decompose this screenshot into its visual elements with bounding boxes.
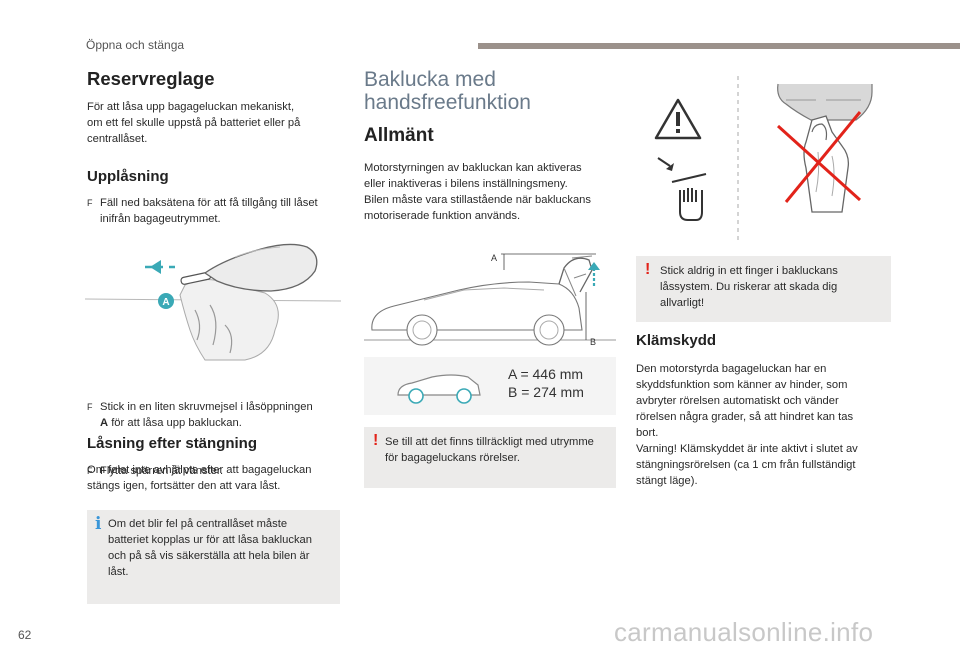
dimension-panel: A = 446 mm B = 274 mm (364, 357, 616, 415)
section-header: Öppna och stänga (86, 38, 185, 52)
warning-triangle-icon (654, 98, 702, 140)
tailgate-dimension-diagram: A B (364, 253, 616, 347)
title-reservreglage: Reservreglage (87, 68, 215, 89)
warning-icon: ! (373, 432, 379, 449)
warning-icon: ! (645, 261, 651, 278)
info-icon: i (95, 514, 102, 534)
warning-box-finger: ! Stick aldrig in ett finger i bakluckan… (636, 256, 891, 322)
heading-upplasning: Upplåsning (87, 168, 169, 185)
bullet-marker: F (87, 198, 93, 208)
step-2: F Stick in en liten skruvmejsel i låsöpp… (87, 401, 313, 429)
general-text: Motorstyrningen av bakluckan kan aktiver… (364, 162, 591, 222)
warning-box-space: ! Se till att det finns tillräckligt med… (364, 427, 616, 488)
heading-klamskydd: Klämskydd (636, 332, 717, 349)
lock-text: Om felet inte avhjälpts efter att bagage… (87, 464, 312, 492)
heading-lasning: Låsning efter stängning (87, 435, 258, 452)
page-number: 62 (18, 628, 32, 642)
diagram-label-a: A (491, 253, 497, 263)
hand-pinch-icon (657, 157, 707, 221)
diagram-label-b: B (590, 337, 596, 347)
heading-allmant: Allmänt (364, 125, 434, 146)
header-bar (478, 43, 960, 49)
figure-label-a: A (162, 297, 169, 308)
intro-text: För att låsa upp bagageluckan mekaniskt,… (87, 101, 301, 145)
step-1: F Fäll ned baksätena för att få tillgång… (87, 197, 318, 225)
step-3: F Flytta spärren åt vänster. (87, 465, 224, 477)
car-side-icon (397, 374, 481, 404)
no-finger-illustration (654, 76, 873, 242)
screwdriver-illustration: A (84, 243, 342, 361)
dimension-b: B = 274 mm (508, 384, 584, 400)
watermark: carmanualsonline.info (614, 617, 874, 647)
dimension-a: A = 446 mm (508, 366, 584, 382)
